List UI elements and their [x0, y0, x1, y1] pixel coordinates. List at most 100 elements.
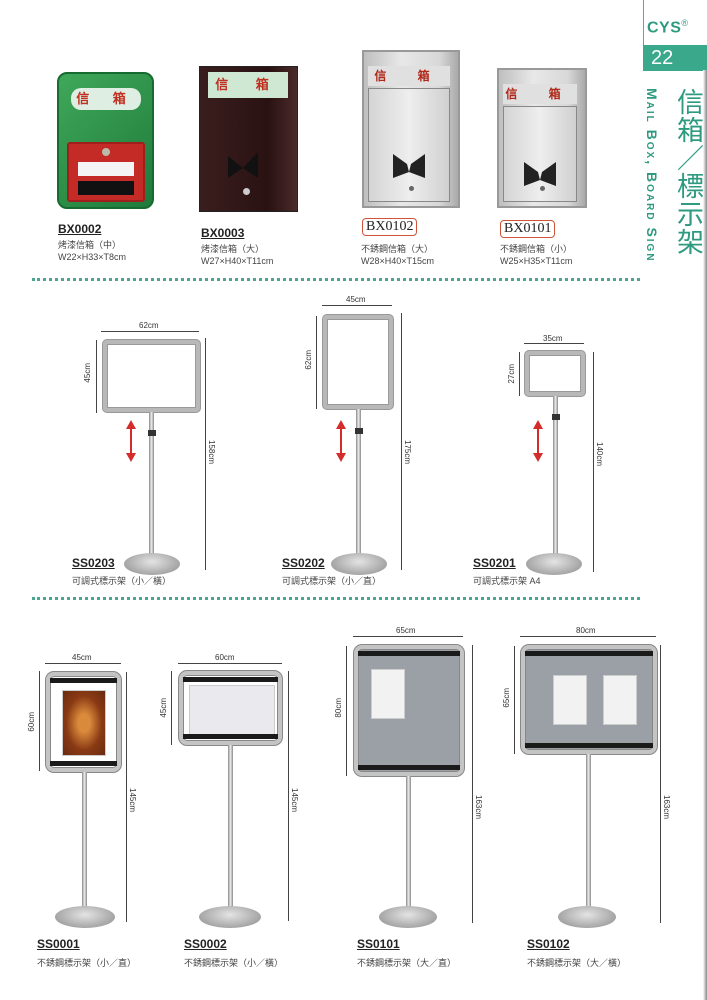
mailbox-door	[67, 142, 145, 202]
product-description: 不銹鋼信箱（大）W28×H40×T15cm	[361, 243, 434, 267]
product-code: SS0001	[37, 937, 80, 951]
product-description: 烤漆信箱（大） W27×H40×T11cm	[201, 243, 273, 267]
product-name: 可調式標示架 A4	[473, 576, 541, 586]
stand-pole	[553, 396, 558, 562]
width-dimension: 35cm	[543, 334, 563, 343]
product-name: 不銹鋼標示架（小／直）	[37, 958, 137, 968]
mailbox-image-bx0002: 信 箱	[57, 72, 154, 209]
height-dimension: 45cm	[83, 363, 92, 383]
stand-base	[124, 553, 180, 575]
poster-image	[189, 685, 275, 737]
bottom-rail	[50, 761, 117, 766]
product-code: SS0102	[527, 937, 570, 951]
brand-name: CYS	[647, 19, 682, 37]
height-adjust-knob	[355, 428, 363, 434]
total-height-dimension: 163cm	[474, 795, 483, 820]
width-dimension: 60cm	[215, 653, 235, 662]
m-logo-icon	[393, 153, 425, 178]
total-height-line	[401, 313, 402, 570]
section-divider	[32, 278, 640, 281]
bottom-rail	[525, 743, 653, 748]
top-rail	[183, 677, 278, 682]
width-dimension-line	[178, 663, 282, 664]
product-size: W22×H33×T8cm	[58, 252, 127, 262]
width-dimension-line	[524, 343, 584, 344]
mailbox-door	[368, 88, 450, 202]
top-rail	[525, 651, 653, 656]
sign-board	[354, 645, 464, 776]
top-rail	[358, 651, 460, 656]
height-dimension: 60cm	[27, 712, 36, 732]
width-dimension-line	[520, 636, 656, 637]
bottom-rail	[183, 734, 278, 739]
stand-base	[526, 553, 582, 575]
product-code: SS0203	[72, 556, 115, 570]
keyhole-icon	[243, 188, 250, 195]
product-code: BX0003	[201, 226, 245, 240]
total-height-line	[472, 645, 473, 923]
product-size: W25×H35×T11cm	[500, 256, 573, 266]
total-height-line	[288, 671, 289, 921]
m-logo-icon	[228, 152, 258, 178]
height-dimension: 80cm	[334, 698, 343, 718]
page-number: 22	[643, 45, 707, 71]
stand-base	[199, 906, 261, 928]
sign-board	[521, 645, 657, 754]
width-dimension: 62cm	[139, 321, 159, 330]
total-height-line	[126, 672, 127, 922]
product-code: SS0002	[184, 937, 227, 951]
mail-slot	[78, 181, 134, 195]
lock-icon	[102, 148, 110, 156]
height-dimension: 62cm	[304, 350, 313, 370]
height-dimension-line	[519, 352, 520, 396]
total-height-dimension: 140cm	[595, 442, 604, 467]
product-code: SS0201	[473, 556, 516, 570]
total-height-dimension: 145cm	[290, 788, 299, 813]
total-height-dimension: 175cm	[403, 440, 412, 465]
height-dimension: 65cm	[502, 688, 511, 708]
product-name: 不銹鋼標示架（大／橫）	[527, 958, 627, 968]
stand-pole	[406, 776, 411, 911]
sign-board	[179, 671, 282, 745]
sign-board	[46, 672, 121, 772]
height-dimension-line	[96, 340, 97, 413]
total-height-dimension: 163cm	[662, 795, 671, 820]
poster-image	[553, 675, 587, 725]
total-height-line	[660, 645, 661, 923]
keyhole-icon	[409, 186, 414, 191]
height-dimension-line	[514, 646, 515, 754]
sign-frame	[323, 315, 393, 409]
mailbox-image-bx0102: 信 箱	[362, 50, 460, 208]
product-name: 烤漆信箱（中）	[58, 240, 122, 250]
stand-pole	[586, 754, 591, 911]
m-logo-icon	[524, 161, 556, 186]
mailbox-door	[503, 106, 577, 202]
height-dimension: 27cm	[507, 364, 516, 384]
stand-base	[379, 906, 437, 928]
mailbox-image-bx0101: 信 箱	[497, 68, 587, 208]
height-dimension-line	[346, 646, 347, 776]
product-code: SS0202	[282, 556, 325, 570]
poster-image	[62, 690, 106, 756]
height-dimension-line	[316, 316, 317, 409]
mailbox-label: 信 箱	[368, 66, 450, 86]
product-size: W27×H40×T11cm	[201, 256, 274, 266]
product-code: BX0101	[500, 220, 556, 238]
stand-pole	[149, 412, 154, 562]
width-dimension: 65cm	[396, 626, 416, 635]
product-name: 可調式標示架（小／直）	[282, 576, 382, 586]
stand-base	[558, 906, 616, 928]
stand-pole	[228, 745, 233, 910]
bottom-rail	[358, 765, 460, 770]
width-dimension-line	[322, 305, 392, 306]
stand-base	[55, 906, 115, 928]
height-adjust-knob	[148, 430, 156, 436]
total-height-dimension: 158cm	[207, 440, 216, 465]
product-size: W28×H40×T15cm	[361, 256, 435, 266]
product-name: 不銹鋼信箱（小）	[500, 244, 573, 254]
stand-base	[331, 553, 387, 575]
product-name: 不銹鋼標示架（小／橫）	[184, 958, 284, 968]
product-name: 烤漆信箱（大）	[201, 244, 265, 254]
brand-logo: CYS®	[647, 18, 689, 37]
mailbox-label: 信 箱	[208, 72, 288, 98]
